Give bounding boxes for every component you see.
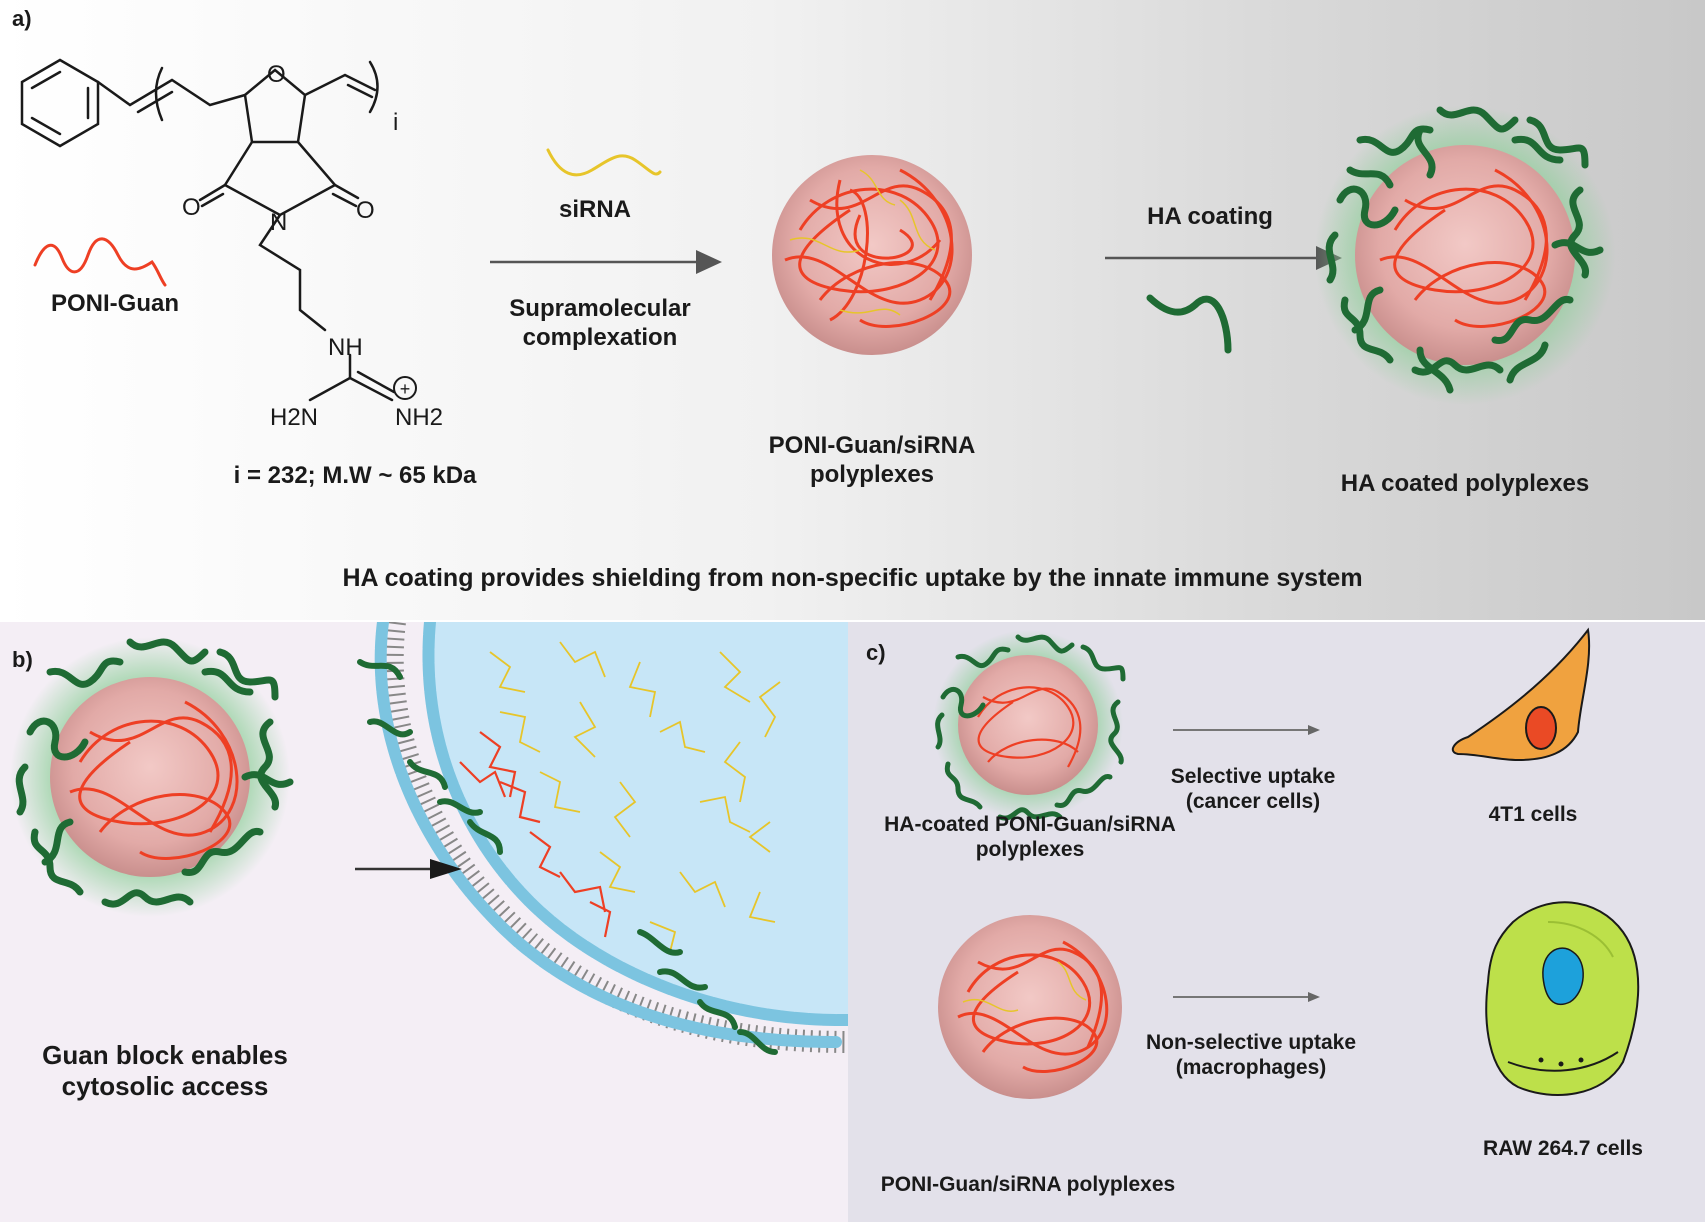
nonselective-uptake-label: Non-selective uptake (macrophages) — [1126, 1030, 1376, 1080]
ha-polyplex-label-c-line-1: HA-coated PONI-Guan/siRNA — [884, 813, 1176, 836]
selective-uptake-line-2: (cancer cells) — [1185, 790, 1321, 814]
ha-coated-polyplex-a — [1315, 105, 1615, 405]
polyplex-label-a: PONI-Guan/siRNA polyplexes — [762, 432, 982, 490]
polyplex-particle-a — [772, 155, 972, 355]
ha-polyplex-label-a: HA coated polyplexes — [1340, 470, 1590, 497]
panel-a-letter: a) — [12, 6, 32, 31]
furan-ring — [243, 68, 307, 144]
panel-c-graphics — [933, 627, 1640, 1099]
complexation-line-1: Supramolecular — [509, 295, 691, 322]
sirna-strand-icon — [546, 148, 662, 177]
nonselective-uptake-line-2: (macrophages) — [1175, 1056, 1327, 1080]
panel-b-graphics — [10, 622, 848, 1055]
panel-a-caption: HA coating provides shielding from non-s… — [342, 564, 1363, 592]
macrophage-nucleus-icon — [1542, 947, 1584, 1006]
nonselective-uptake-line-1: Non-selective uptake — [1145, 1031, 1357, 1054]
panel-b-caption-line-2: cytosolic access — [61, 1071, 269, 1102]
polyplex-label-a-line-2: polyplexes — [809, 460, 935, 488]
selective-arrow-icon — [1173, 725, 1320, 735]
polyplex-particle-c — [938, 915, 1122, 1099]
ha-coating-arrow-icon — [1105, 246, 1342, 270]
selective-uptake-line-1: Selective uptake — [1170, 765, 1336, 788]
poni-guan-structure — [20, 58, 396, 402]
ha-coated-polyplex-b — [10, 637, 294, 917]
panel-b-caption: Guan block enables cytosolic access — [15, 1040, 315, 1102]
polyplex-label-c: PONI-Guan/siRNA polyplexes — [880, 1173, 1176, 1196]
cytosol-region — [428, 622, 848, 1021]
ha-coating-label: HA coating — [1147, 203, 1273, 230]
poni-guan-label: PONI-Guan — [50, 290, 179, 317]
carbonyl-oxygen-right: O — [356, 197, 375, 224]
repeat-index: i — [393, 109, 398, 136]
polyplex-label-a-line-1: PONI-Guan/siRNA — [768, 432, 976, 459]
cancer-cell-icon — [1451, 627, 1591, 762]
macrophage-label: RAW 264.7 cells — [1483, 1137, 1643, 1160]
ha-strand-icon — [1146, 294, 1232, 354]
panel-b-caption-line-1: Guan block enables — [42, 1040, 288, 1070]
nitrogen-atom: N — [270, 209, 287, 236]
panel-c: c) — [848, 622, 1705, 1222]
svg-text:+: + — [400, 379, 411, 399]
panel-b: b) — [0, 622, 848, 1222]
membrane-polymers — [357, 659, 778, 1055]
h2n-group: H2N — [270, 404, 318, 431]
nh2-group: NH2 — [395, 404, 443, 431]
oxygen-atom: O — [267, 61, 286, 88]
complexation-line-2: complexation — [522, 323, 678, 351]
complexation-arrow-icon — [490, 250, 722, 274]
complexation-label: Supramolecular complexation — [475, 295, 725, 353]
poni-guan-atoms: O N O O NH H2N NH2 i — [182, 61, 443, 431]
panel-a: a) — [0, 0, 1705, 620]
sirna-label: siRNA — [558, 196, 631, 223]
macrophage-icon — [1485, 901, 1640, 1096]
ha-coated-polyplex-c — [933, 630, 1126, 821]
nonselective-arrow-icon — [1173, 992, 1320, 1002]
ha-polyplex-label-c-line-2: polyplexes — [975, 838, 1085, 862]
poni-guan-polymer-icon — [33, 237, 167, 287]
carbonyl-oxygen-left: O — [182, 194, 201, 221]
cancer-nucleus-icon — [1525, 706, 1557, 750]
ha-polyplex-label-c: HA-coated PONI-Guan/siRNA polyplexes — [848, 812, 1230, 862]
panel-b-letter: b) — [12, 647, 33, 672]
cancer-cell-label: 4T1 cells — [1488, 803, 1578, 826]
nh-group: NH — [328, 334, 363, 361]
repeat-info-label: i = 232; M.W ~ 65 kDa — [233, 462, 477, 489]
released-sirna — [489, 641, 781, 953]
selective-uptake-label: Selective uptake (cancer cells) — [1148, 764, 1358, 814]
panel-a-graphics: O N O O NH H2N NH2 i + — [20, 58, 1615, 431]
entry-arrow-icon — [355, 859, 462, 879]
panel-c-letter: c) — [866, 640, 886, 665]
charge-plus-icon: + — [393, 376, 417, 400]
